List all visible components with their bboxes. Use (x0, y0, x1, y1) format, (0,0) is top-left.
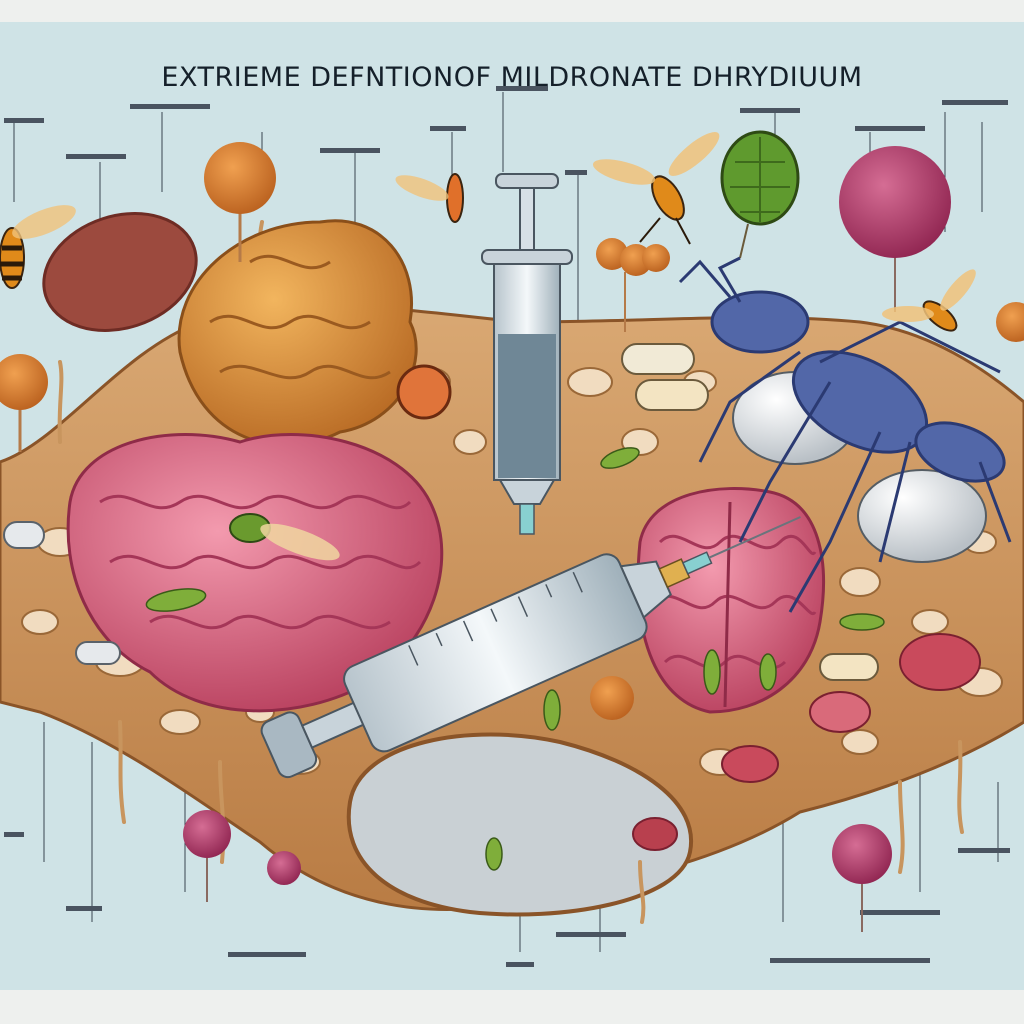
fluid-pool (346, 732, 694, 917)
wasp-icon (395, 173, 464, 223)
capsule-icon (3, 343, 879, 681)
label-leaders (13, 92, 999, 952)
beetle-icon (720, 130, 800, 259)
brain-icon (66, 433, 444, 713)
egg-icon (857, 469, 987, 563)
label-stubs (4, 86, 1010, 967)
page-title: EXTRIEME DEFNTIONOF MILDRONATE DHRYDIUUM (161, 62, 863, 93)
beetle-icon (678, 256, 1012, 613)
spore-icon (183, 146, 951, 932)
wasp-icon (882, 269, 976, 332)
spore-icon (0, 142, 1024, 720)
wasp-icon (229, 513, 340, 561)
wasp-icon (592, 132, 720, 245)
brain-icon (636, 487, 825, 714)
illustration-poster: EXTRIEME DEFNTIONOF MILDRONATE DHRYDIUUM (0, 22, 1024, 990)
syringe-icon (481, 173, 573, 535)
anatomy-illustration (0, 86, 1024, 967)
organ-icon (396, 364, 981, 851)
brain-icon (177, 219, 418, 447)
syringe-icon (260, 516, 801, 779)
organ-icon (42, 212, 198, 332)
aphid-icon (145, 447, 885, 871)
wasp-icon (0, 205, 76, 289)
